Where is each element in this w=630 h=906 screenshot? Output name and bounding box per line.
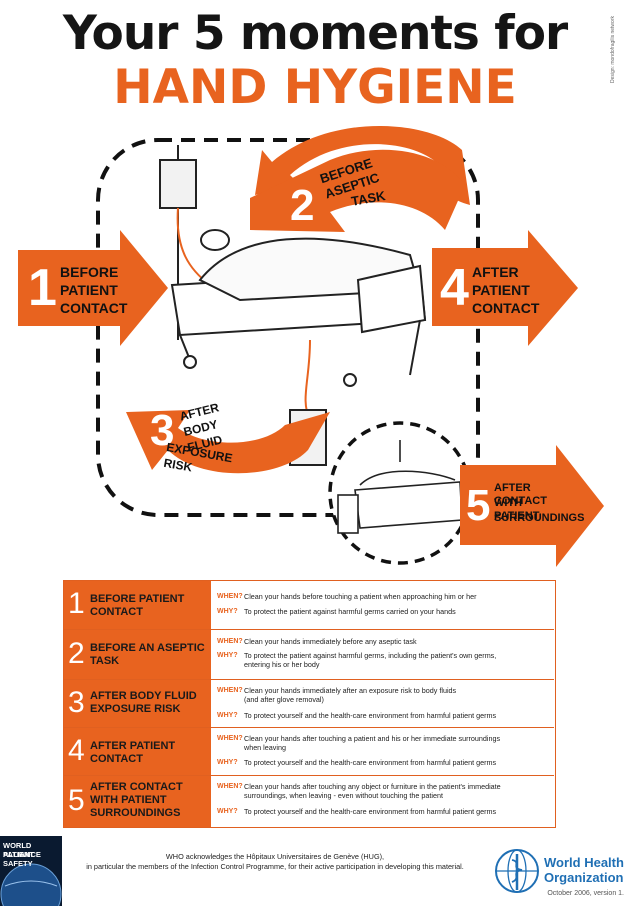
moment-5-line2: WITH PATIENT <box>494 497 540 522</box>
when-label: WHEN? <box>217 735 243 742</box>
who-emblem-icon <box>495 849 539 893</box>
when-text: Clean your hands before touching a patie… <box>244 592 477 601</box>
why-label: WHY? <box>217 759 238 766</box>
table-row: 1 BEFORE PATIENT CONTACT WHEN?Clean your… <box>64 581 554 629</box>
who-name: World Health Organization <box>544 855 624 885</box>
row-label-line2: WITH PATIENT <box>90 794 167 806</box>
when-text-line2: surroundings, when leaving - even withou… <box>244 791 443 800</box>
when-text-line1: Clean your hands after touching a patien… <box>244 734 501 743</box>
moment-1-line2: PATIENT <box>60 282 118 298</box>
moment-4-number: 4 <box>440 259 469 317</box>
moment-1-number: 1 <box>28 259 57 317</box>
when-text-line2: when leaving <box>244 743 286 752</box>
why-text: To protect yourself and the health-care … <box>244 807 497 816</box>
row-label-line1: BEFORE AN ASEPTIC <box>90 642 205 654</box>
moments-table: 1 BEFORE PATIENT CONTACT WHEN?Clean your… <box>63 580 556 828</box>
design-credit: Design: mondofragilis network <box>610 16 616 83</box>
row-label-line2: EXPOSURE RISK <box>90 703 181 715</box>
why-text-line2: entering his or her body <box>244 660 320 669</box>
moment-5-number: 5 <box>466 481 491 530</box>
version-text: October 2006, version 1. <box>547 890 624 897</box>
moment-4-line2: PATIENT <box>472 282 530 298</box>
who-name-line2: Organization <box>544 870 624 885</box>
row-label-cell: 5 AFTER CONTACT WITH PATIENT SURROUNDING… <box>64 776 211 827</box>
row-label-line1: AFTER BODY FLUID <box>90 690 197 702</box>
row-label-line2: TASK <box>90 655 120 667</box>
why-text: To protect yourself and the health-care … <box>244 758 497 767</box>
ack-line1: WHO acknowledges the Hôpitaux Universita… <box>165 852 385 861</box>
moment-1-line1: BEFORE <box>60 264 119 280</box>
row-label-cell: 4 AFTER PATIENT CONTACT <box>64 728 211 775</box>
why-label: WHY? <box>217 712 238 719</box>
row-number: 5 <box>68 784 85 817</box>
row-detail-cell: WHEN?Clean your hands immediately after … <box>215 680 548 727</box>
why-text: To protect yourself and the health-care … <box>244 711 497 720</box>
moment-5-line1: AFTER CONTACT <box>494 482 547 507</box>
when-text-line1: Clean your hands immediately after an ex… <box>244 686 457 695</box>
why-text: To protect the patient against harmful g… <box>244 607 456 616</box>
who-name-line1: World Health <box>544 855 624 870</box>
arrow-moment-5 <box>460 445 604 567</box>
table-row: 3 AFTER BODY FLUID EXPOSURE RISK WHEN?Cl… <box>64 679 554 727</box>
table-row: 2 BEFORE AN ASEPTIC TASK WHEN?Clean your… <box>64 629 554 679</box>
row-label-cell: 3 AFTER BODY FLUID EXPOSURE RISK <box>64 680 211 727</box>
row-number: 1 <box>68 587 85 620</box>
row-label-line1: AFTER PATIENT <box>90 740 176 752</box>
moment-1-line3: CONTACT <box>60 300 128 316</box>
moment-5-line3: SURROUNDINGS <box>494 512 585 524</box>
row-label-line2: CONTACT <box>90 753 143 765</box>
ack-line2: in particular the members of the Infecti… <box>86 861 464 871</box>
patient-zone-frame <box>96 138 480 517</box>
table-row: 4 AFTER PATIENT CONTACT WHEN?Clean your … <box>64 727 554 775</box>
moments-illustration <box>18 125 604 567</box>
arrow-moment-4 <box>432 230 578 346</box>
why-label: WHY? <box>217 808 238 815</box>
when-label: WHEN? <box>217 593 243 600</box>
globe-icon <box>0 863 62 906</box>
row-label-line3: SURROUNDINGS <box>90 807 181 819</box>
table-row: 5 AFTER CONTACT WITH PATIENT SURROUNDING… <box>64 775 554 827</box>
when-text: Clean your hands immediately before any … <box>244 637 417 646</box>
when-text-line2: (and after glove removal) <box>244 695 324 704</box>
when-text-line1: Clean your hands after touching any obje… <box>244 782 501 791</box>
alliance-line2: PATIENT SAFETY <box>3 850 34 868</box>
row-number: 4 <box>68 734 85 767</box>
row-label-line2: CONTACT <box>90 606 143 618</box>
when-label: WHEN? <box>217 687 243 694</box>
row-detail-cell: WHEN?Clean your hands after touching any… <box>215 776 548 827</box>
alliance-line1: WORLD ALLIANCE <box>3 841 41 859</box>
row-detail-cell: WHEN?Clean your hands immediately before… <box>215 630 548 679</box>
why-text-line1: To protect the patient against harmful g… <box>244 651 497 660</box>
row-number: 2 <box>68 637 85 670</box>
acknowledgement: WHO acknowledges the Hôpitaux Universita… <box>70 852 480 871</box>
row-label-cell: 2 BEFORE AN ASEPTIC TASK <box>64 630 211 679</box>
why-label: WHY? <box>217 608 238 615</box>
moment-4-line3: CONTACT <box>472 300 540 316</box>
arrow-moment-2 <box>255 125 470 205</box>
moment-2-number: 2 <box>290 181 315 230</box>
moment-3-number: 3 <box>150 406 175 455</box>
row-label-line1: BEFORE PATIENT <box>90 593 185 605</box>
why-label: WHY? <box>217 652 238 659</box>
row-label-line1: AFTER CONTACT <box>90 781 183 793</box>
arrow-moment-3 <box>126 410 330 474</box>
moment-4-line1: AFTER <box>472 264 519 280</box>
arrow-moment-1 <box>18 230 168 346</box>
title-line-2: HAND HYGIENE <box>113 60 517 115</box>
row-label-cell: 1 BEFORE PATIENT CONTACT <box>64 581 211 629</box>
row-detail-cell: WHEN?Clean your hands before touching a … <box>215 581 548 629</box>
row-detail-cell: WHEN?Clean your hands after touching a p… <box>215 728 548 775</box>
when-label: WHEN? <box>217 638 243 645</box>
title-line-1: Your 5 moments for <box>62 6 568 61</box>
world-alliance-logo: WORLD ALLIANCE PATIENT SAFETY <box>0 836 62 906</box>
row-number: 3 <box>68 686 85 719</box>
when-label: WHEN? <box>217 783 243 790</box>
surroundings-drawing <box>337 440 463 534</box>
